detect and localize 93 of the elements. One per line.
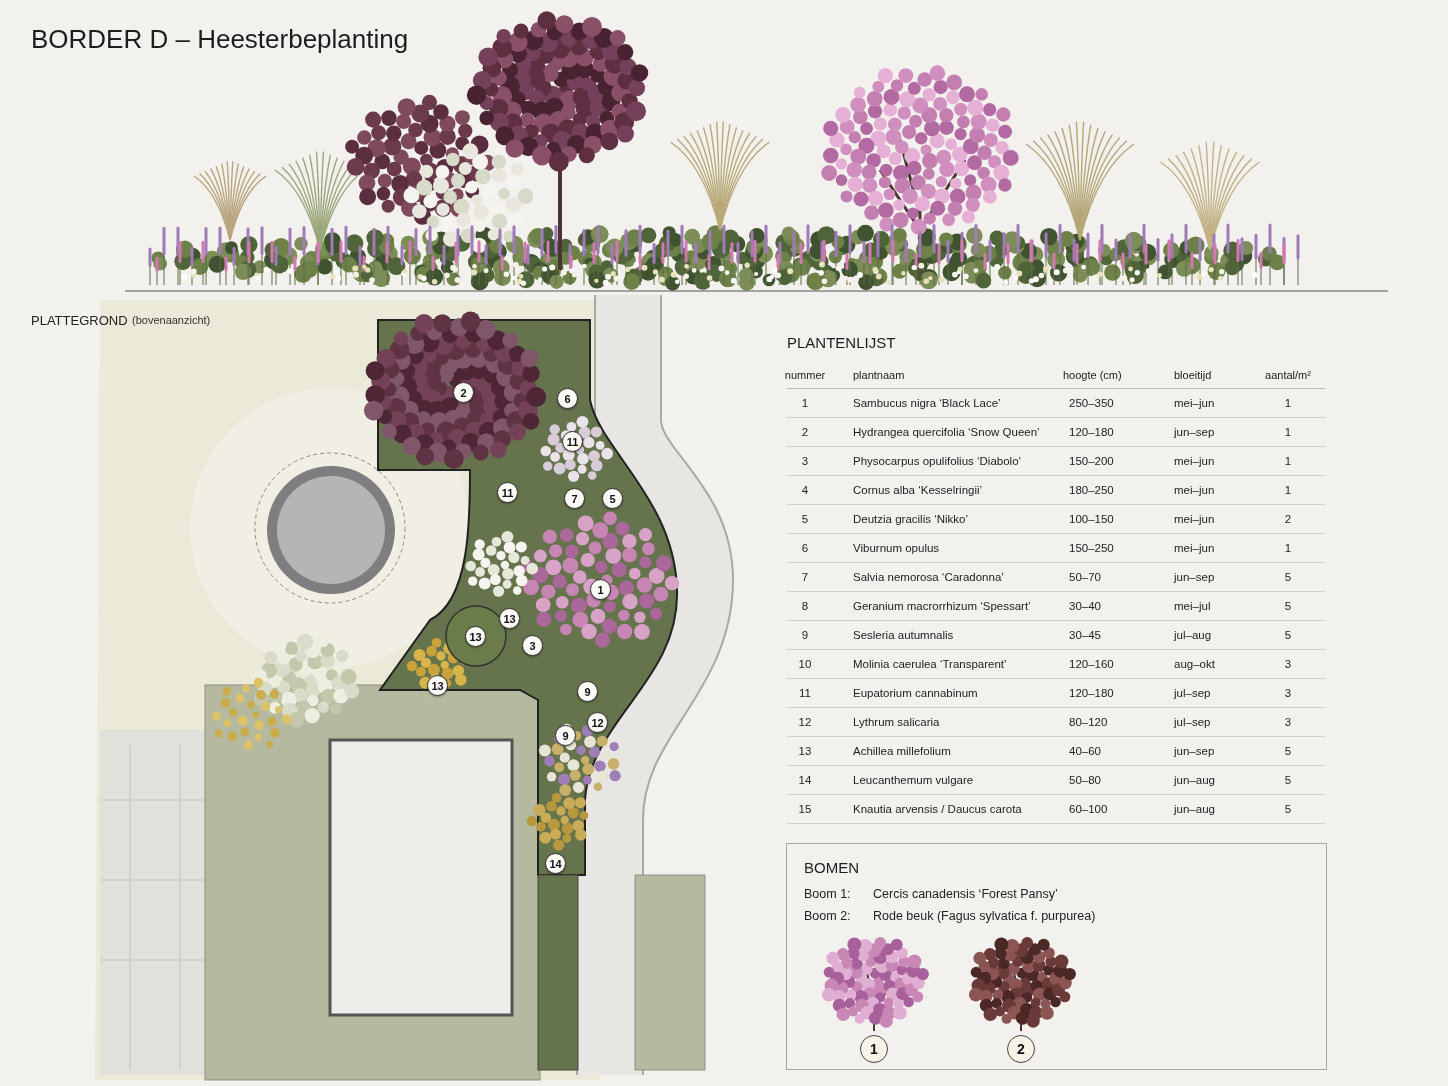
table-cell: 3 bbox=[1284, 716, 1292, 728]
table-cell-text: 50–80 bbox=[1068, 774, 1101, 786]
table-cell-text: Deutzia gracilis ‘Nikko’ bbox=[852, 513, 969, 525]
table-cell-text: 150–200 bbox=[1068, 455, 1114, 467]
table-cell: mei–jun bbox=[1174, 455, 1215, 467]
table-cell: 10 bbox=[798, 658, 812, 670]
table-cell: jun–sep bbox=[1174, 745, 1215, 757]
number-circle bbox=[1007, 1035, 1035, 1063]
table-cell: jul–sep bbox=[1174, 716, 1211, 728]
table-cell-text: 120–180 bbox=[1068, 426, 1114, 438]
table-cell: 15 bbox=[798, 803, 812, 815]
table-cell-text: 100–150 bbox=[1068, 513, 1114, 525]
table-cell-text: Leucanthemum vulgare bbox=[852, 774, 974, 786]
panel-heading: BOMEN bbox=[804, 859, 859, 876]
table-cell: 1 bbox=[1284, 455, 1292, 467]
table-cell-text: Eupatorium cannabinum bbox=[852, 687, 978, 699]
table-cell: 11 bbox=[799, 687, 811, 699]
table-cell-text: 40–60 bbox=[1068, 745, 1101, 757]
table-cell-text: 120–180 bbox=[1068, 687, 1114, 699]
table-cell: 5 bbox=[1284, 774, 1292, 786]
table-cell: 5 bbox=[1284, 571, 1292, 583]
table-cell-text: Cornus alba ‘Kesselringii’ bbox=[852, 484, 983, 496]
table-cell-text: Hydrangea quercifolia ‘Snow Queen’ bbox=[852, 426, 1040, 438]
tree-name: Rode beuk (Fagus sylvatica f. purpurea) bbox=[873, 909, 1096, 923]
table-cell: 5 bbox=[1284, 803, 1292, 815]
legend-panel bbox=[786, 843, 1327, 1070]
table-cell-text: Salvia nemorosa ‘Caradonna’ bbox=[852, 571, 1004, 583]
table-cell: 5 bbox=[1284, 745, 1292, 757]
table-cell: mei–jul bbox=[1174, 600, 1211, 612]
table-cell-text: Physocarpus opulifolius ‘Diabolo’ bbox=[852, 455, 1022, 467]
table-cell: 14 bbox=[798, 774, 812, 786]
tree-label: Boom 2: bbox=[804, 909, 851, 923]
table-cell: 3 bbox=[1284, 658, 1292, 670]
table-cell: 13 bbox=[798, 745, 812, 757]
table-cell-text: 180–250 bbox=[1068, 484, 1114, 496]
table-cell: jul–sep bbox=[1174, 687, 1211, 699]
table-cell: 1 bbox=[801, 397, 809, 409]
table-cell-text: 250–350 bbox=[1068, 397, 1114, 409]
table-cell: 7 bbox=[801, 571, 809, 583]
table-cell: mei–jun bbox=[1174, 397, 1215, 409]
column-header: hoogte (cm) bbox=[1063, 369, 1122, 381]
table-cell-text: Knautia arvensis / Daucus carota bbox=[852, 803, 1022, 815]
table-cell-text: Viburnum opulus bbox=[852, 542, 940, 554]
table-cell-text: 30–40 bbox=[1068, 600, 1101, 612]
table-cell-text: Achillea millefolium bbox=[852, 745, 951, 757]
table-cell: jun–aug bbox=[1174, 803, 1215, 815]
table-cell: aug–okt bbox=[1174, 658, 1215, 670]
table-cell-text: 50–70 bbox=[1068, 571, 1101, 583]
table-cell: 8 bbox=[801, 600, 809, 612]
table-cell: 2 bbox=[801, 426, 809, 438]
number-circle bbox=[860, 1035, 888, 1063]
table-cell: 12 bbox=[798, 716, 812, 728]
table-cell: mei–jun bbox=[1174, 542, 1215, 554]
table-cell: 5 bbox=[1284, 629, 1292, 641]
table-title: PLANTENLIJST bbox=[787, 334, 896, 351]
section-heading: PLATTEGROND bbox=[31, 313, 128, 328]
table-cell-text: 120–160 bbox=[1068, 658, 1114, 670]
table-cell-text: Molinia caerulea ‘Transparent’ bbox=[852, 658, 1007, 670]
tree-name: Cercis canadensis ‘Forest Pansy’ bbox=[873, 887, 1058, 901]
table-cell: jul–aug bbox=[1174, 629, 1212, 641]
table-cell-text: 80–120 bbox=[1068, 716, 1108, 728]
table-cell: 5 bbox=[1284, 600, 1292, 612]
table-cell-text: Sambucus nigra ‘Black Lace’ bbox=[852, 397, 1001, 409]
table-cell: mei–jun bbox=[1174, 484, 1215, 496]
table-cell: jun–sep bbox=[1174, 426, 1215, 438]
table-cell: 4 bbox=[801, 484, 809, 496]
table-cell: 1 bbox=[1284, 542, 1292, 554]
table-cell: 2 bbox=[1284, 513, 1292, 525]
table-cell: 3 bbox=[1284, 687, 1292, 699]
table-cell: jun–aug bbox=[1174, 774, 1215, 786]
column-header: nummer bbox=[784, 369, 826, 381]
column-header: bloeitijd bbox=[1174, 369, 1212, 381]
tree-number: 1 bbox=[870, 1041, 878, 1057]
table-cell: 5 bbox=[801, 513, 809, 525]
table-cell-text: 30–45 bbox=[1068, 629, 1101, 641]
table-cell-text: Lythrum salicaria bbox=[852, 716, 940, 728]
table-cell: 9 bbox=[801, 629, 809, 641]
section-subheading: (bovenaanzicht) bbox=[132, 314, 211, 326]
table-cell: 1 bbox=[1284, 484, 1292, 496]
column-header: plantnaam bbox=[852, 369, 905, 381]
column-header: aantal/m² bbox=[1265, 369, 1311, 381]
table-cell: 3 bbox=[801, 455, 809, 467]
table-cell: 1 bbox=[1284, 397, 1292, 409]
table-cell: jun–sep bbox=[1174, 571, 1215, 583]
table-cell: 6 bbox=[801, 542, 809, 554]
table-cell-text: 150–250 bbox=[1068, 542, 1114, 554]
table-cell-text: 60–100 bbox=[1068, 803, 1108, 815]
table-cell-text: Sesleria autumnalis bbox=[852, 629, 954, 641]
table-cell: mei–jun bbox=[1174, 513, 1215, 525]
table-cell: 1 bbox=[1284, 426, 1292, 438]
table-cell-text: Geranium macrorrhizum ‘Spessart’ bbox=[852, 600, 1031, 612]
tree-label: Boom 1: bbox=[804, 887, 851, 901]
tree-number: 2 bbox=[1017, 1041, 1025, 1057]
